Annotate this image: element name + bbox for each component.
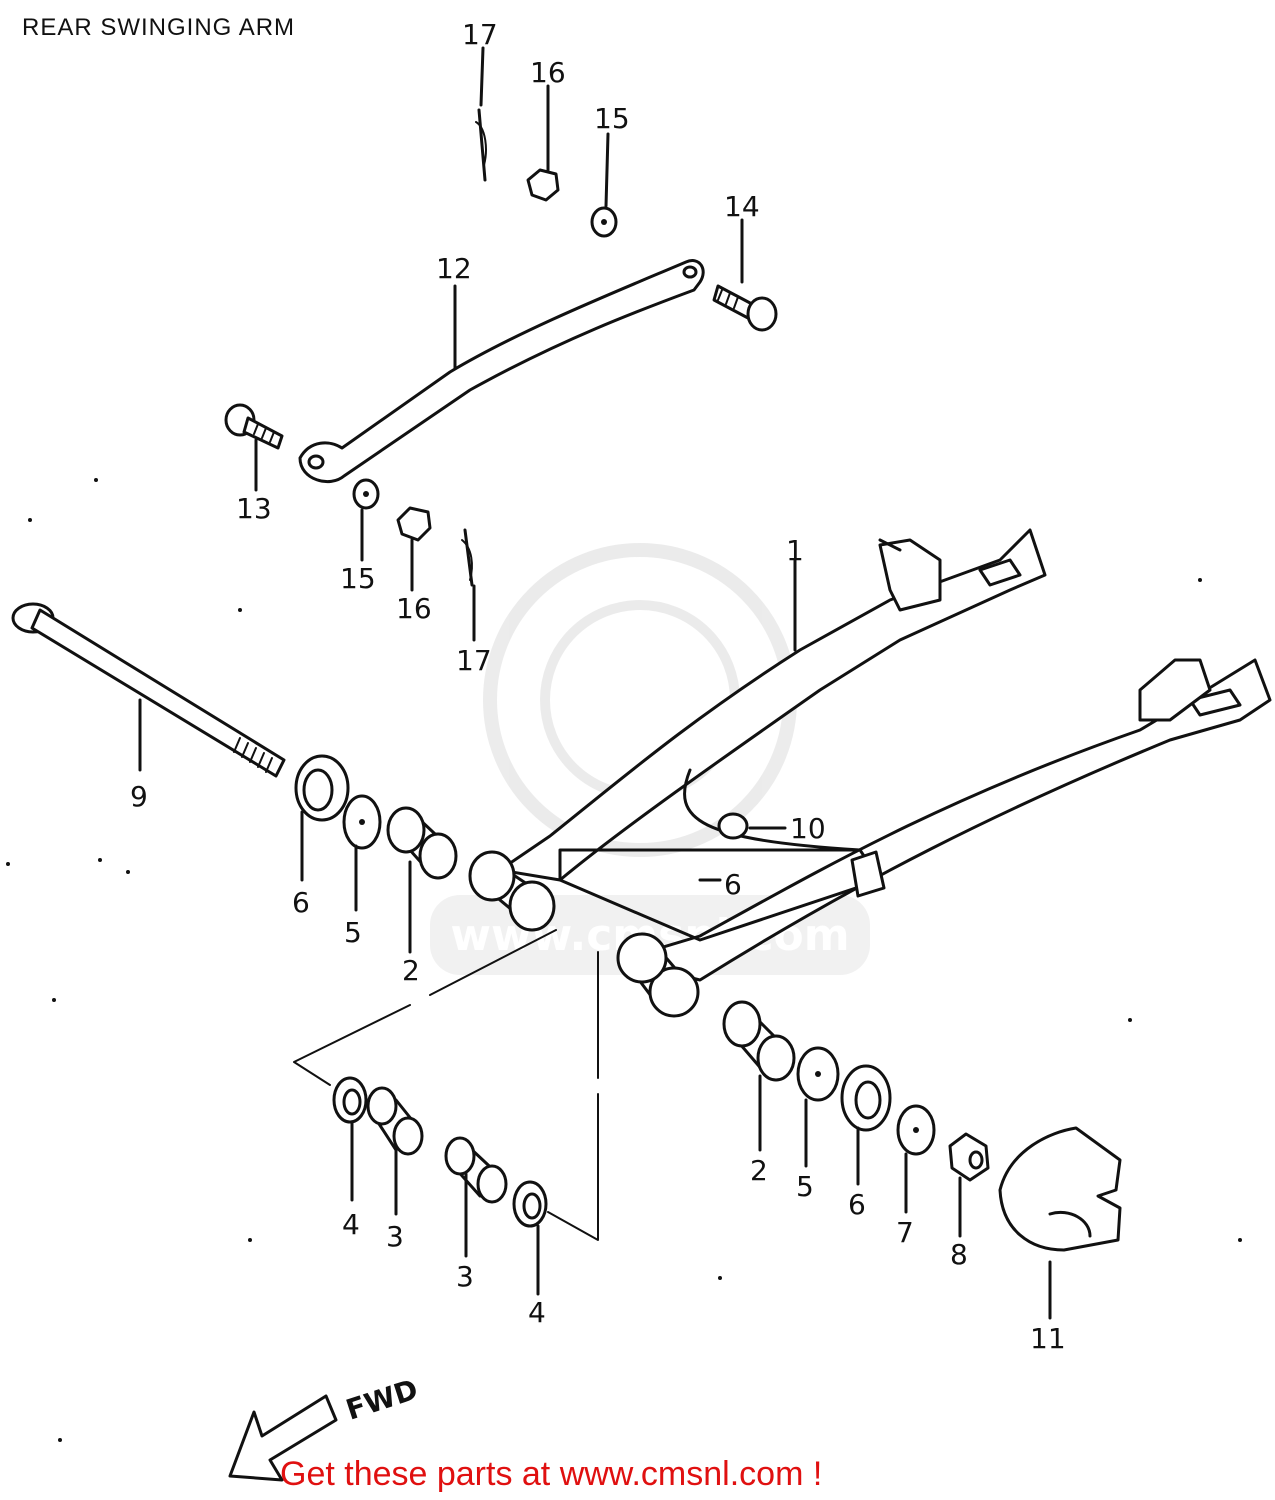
bolt-left xyxy=(224,403,284,492)
callout-16-top: 16 xyxy=(530,56,566,89)
callout-16-lower: 16 xyxy=(396,592,432,625)
callout-6-left: 6 xyxy=(292,886,310,919)
washer-left xyxy=(342,794,382,912)
callout-5-left: 5 xyxy=(344,916,362,949)
callout-4-left: 4 xyxy=(342,1208,360,1241)
spacer-4-left xyxy=(332,1076,368,1202)
bushing-right xyxy=(722,1000,796,1152)
torque-link xyxy=(298,259,705,484)
washer-right-7 xyxy=(896,1104,936,1214)
callout-9: 9 xyxy=(130,780,148,813)
pivot-shaft xyxy=(11,602,286,778)
nut-lower xyxy=(396,506,432,592)
callout-2-left: 2 xyxy=(402,954,420,987)
nut-10 xyxy=(717,812,787,840)
callout-1: 1 xyxy=(786,534,804,567)
callout-13: 13 xyxy=(236,492,272,525)
callout-5-right: 5 xyxy=(796,1170,814,1203)
callout-labels: 17 16 15 14 12 13 15 16 17 1 9 10 6 6 5 … xyxy=(130,18,1066,1355)
bearing-3-center xyxy=(444,1136,508,1258)
callout-10: 10 xyxy=(790,812,826,845)
fwd-label: FWD xyxy=(342,1373,422,1427)
callout-15-lower: 15 xyxy=(340,562,376,595)
footer-link[interactable]: Get these parts at www.cmsnl.com ! xyxy=(280,1455,823,1493)
bolt-right xyxy=(712,218,778,332)
callout-15-top: 15 xyxy=(594,102,630,135)
washer-right-5 xyxy=(796,1046,840,1168)
split-pin-top xyxy=(475,46,487,182)
washer-lower xyxy=(352,478,380,562)
diagram-title: REAR SWINGING ARM xyxy=(22,14,296,41)
callout-12: 12 xyxy=(436,252,472,285)
callout-14: 14 xyxy=(724,190,760,223)
bushing-left xyxy=(386,806,458,954)
callout-17-top: 17 xyxy=(462,18,498,51)
nut-8 xyxy=(948,1132,990,1238)
callout-11: 11 xyxy=(1030,1322,1066,1355)
callout-4-center: 4 xyxy=(528,1296,546,1329)
nut-top xyxy=(526,84,560,202)
scan-speckles xyxy=(6,478,1242,1442)
bearing-3-left xyxy=(366,1086,424,1216)
callout-2-right: 2 xyxy=(750,1154,768,1187)
oil-seal-right xyxy=(840,1064,892,1186)
swing-arm xyxy=(468,528,1272,1018)
spacer-4-center xyxy=(512,1180,548,1296)
center-lines xyxy=(293,929,599,1241)
callout-3-center: 3 xyxy=(456,1260,474,1293)
callout-17-lower: 17 xyxy=(456,644,492,677)
callout-7: 7 xyxy=(896,1216,914,1249)
split-pin-lower xyxy=(461,528,476,642)
oil-seal-left xyxy=(294,754,350,882)
callout-6-arm: 6 xyxy=(724,868,742,901)
callout-6-right: 6 xyxy=(848,1188,866,1221)
callout-3-left: 3 xyxy=(386,1220,404,1253)
washer-top xyxy=(590,132,618,238)
chain-guard xyxy=(998,1126,1122,1320)
callout-8: 8 xyxy=(950,1238,968,1271)
